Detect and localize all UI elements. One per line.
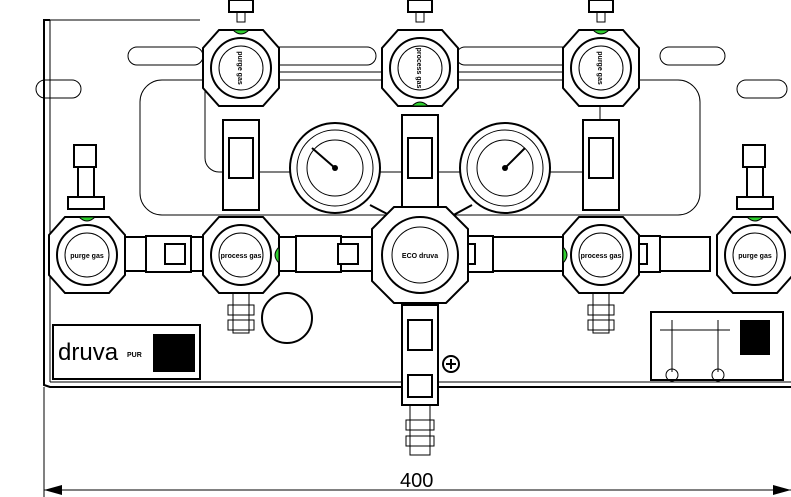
inlet-fitting-right	[736, 144, 774, 210]
valve-top-right: purge gas	[562, 29, 640, 107]
brand-name: druva	[58, 339, 119, 366]
top-fittings	[228, 0, 614, 23]
valve-top-center: process gas	[381, 29, 459, 107]
valve-purge-right: purge gas	[716, 216, 791, 294]
valve-process-left: process gas	[202, 216, 280, 294]
valve-purge-left: purge gas	[48, 216, 126, 294]
width-dimension: 400	[43, 387, 791, 497]
pressure-gauge-right	[447, 122, 551, 219]
valve-process-right: process gas	[562, 216, 640, 294]
dimension-value: 400	[400, 470, 433, 492]
valve-top-left: purge gas	[202, 29, 280, 107]
schematic-label	[650, 311, 784, 382]
mounting-hole	[261, 292, 313, 344]
valve-label-right-end: purge gas	[738, 253, 772, 260]
valve-center-regulator: ECO druva	[371, 206, 469, 304]
lower-fittings	[227, 292, 615, 334]
valve-label-top-right: purge gas	[596, 51, 603, 85]
inlet-fitting-left	[67, 144, 105, 210]
earth-symbol	[442, 355, 460, 373]
valve-label-top-center: process gas	[415, 48, 422, 89]
center-valve-label: ECO druva	[402, 253, 438, 260]
outlet-pipe	[401, 304, 439, 456]
valve-label-top-left: purge gas	[236, 51, 243, 85]
valve-label-inner-right: process gas	[581, 253, 622, 260]
brand-label: druva PUR	[52, 324, 201, 380]
valve-label-inner-left: process gas	[221, 253, 262, 260]
brand-suffix: PUR	[127, 352, 142, 359]
valve-label-left-end: purge gas	[70, 253, 104, 260]
pressure-gauge-left	[289, 122, 396, 219]
vertical-pipes	[222, 114, 620, 211]
